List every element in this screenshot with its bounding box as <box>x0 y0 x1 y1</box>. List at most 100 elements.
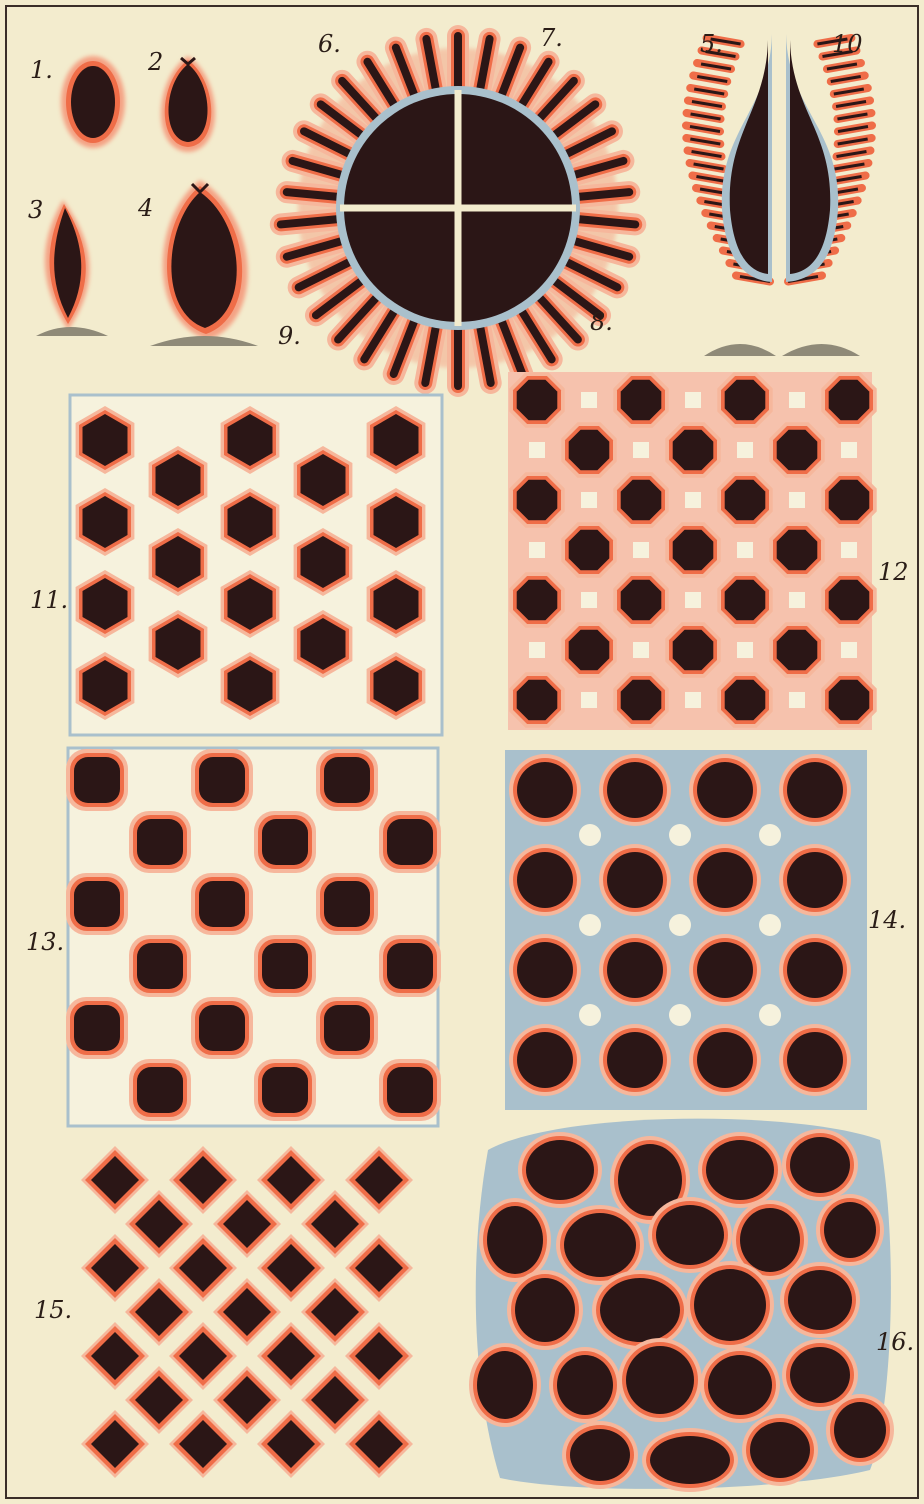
diamond-cell <box>345 1322 413 1390</box>
pear-hair <box>836 151 870 157</box>
diamond-cell <box>345 1234 413 1302</box>
interstitial-space <box>581 592 597 608</box>
rounded-cell <box>66 997 128 1059</box>
rounded-cell <box>254 1059 316 1121</box>
pear-hair <box>697 63 731 69</box>
pear-hair <box>690 88 724 94</box>
diamond-cell <box>301 1278 369 1346</box>
diamond-cell <box>125 1278 193 1346</box>
interstitial-space <box>841 542 857 558</box>
rounded-cell <box>379 1059 441 1121</box>
pear-hair <box>838 126 872 132</box>
diamond-cell <box>81 1410 149 1478</box>
circular-cell <box>689 754 761 826</box>
rounded-cell <box>191 873 253 935</box>
interstitial-space <box>841 642 857 658</box>
rosette-spike <box>579 192 629 197</box>
figure-label-10: 10 <box>832 30 863 58</box>
figure-6-9-rosette <box>281 36 635 386</box>
intercellular-space <box>669 914 691 936</box>
irregular-cell <box>479 1198 551 1282</box>
rounded-cell <box>379 811 441 873</box>
octagonal-cell <box>665 422 720 477</box>
circular-cell <box>779 754 851 826</box>
octagonal-cell <box>613 572 668 627</box>
interstitial-space <box>685 492 701 508</box>
irregular-cell <box>698 1132 782 1208</box>
irregular-cell <box>507 1270 583 1350</box>
rounded-cell <box>254 811 316 873</box>
octagonal-cell <box>509 372 564 427</box>
circular-cell <box>779 1024 851 1096</box>
octagonal-cell <box>665 622 720 677</box>
interstitial-space <box>581 692 597 708</box>
intercellular-space <box>579 1004 601 1026</box>
diamond-cell <box>257 1410 325 1478</box>
octagonal-cell <box>561 622 616 677</box>
pear-hair <box>838 138 872 144</box>
irregular-cell <box>618 1338 702 1422</box>
octagonal-cell <box>561 422 616 477</box>
interstitial-space <box>789 692 805 708</box>
interstitial-space <box>685 392 701 408</box>
irregular-cell <box>782 1129 858 1201</box>
octagonal-cell <box>717 372 772 427</box>
rosette-spike <box>575 161 623 175</box>
circular-cell <box>689 1024 761 1096</box>
octagonal-cell <box>613 672 668 727</box>
figure-5-10-pear <box>686 34 872 356</box>
rounded-cell <box>316 749 378 811</box>
interstitial-space <box>529 642 545 658</box>
diamond-cell <box>257 1146 325 1214</box>
interstitial-space <box>529 542 545 558</box>
diamond-cell <box>301 1190 369 1258</box>
circular-cell <box>509 1024 581 1096</box>
figure-3-spore <box>36 200 108 336</box>
figure-label-8: 8. <box>590 308 613 336</box>
figure-label-3: 3 <box>28 196 43 224</box>
rosette-spike <box>287 241 341 256</box>
irregular-cell <box>469 1343 541 1427</box>
figure-label-12: 12 <box>878 558 909 586</box>
figure-label-5: 5. <box>700 30 723 58</box>
interstitial-space <box>737 542 753 558</box>
circular-cell <box>599 754 671 826</box>
rounded-cell <box>316 997 378 1059</box>
circular-cell <box>779 934 851 1006</box>
figure-label-11: 11. <box>30 586 68 614</box>
octagonal-cell <box>509 472 564 527</box>
diamond-cell <box>257 1322 325 1390</box>
octagonal-cell <box>509 572 564 627</box>
intercellular-space <box>759 1004 781 1026</box>
figure-12-octagonal-tissue <box>508 372 877 730</box>
irregular-cell <box>700 1347 780 1423</box>
figure-label-7: 7. <box>540 24 563 52</box>
diamond-cell <box>213 1278 281 1346</box>
octagonal-cell <box>717 472 772 527</box>
diamond-cell <box>301 1366 369 1434</box>
interstitial-space <box>581 492 597 508</box>
irregular-cell <box>686 1261 774 1349</box>
figure-label-6: 6. <box>318 30 341 58</box>
diamond-cell <box>81 1322 149 1390</box>
pear-hair <box>831 76 865 82</box>
diamond-cell <box>81 1146 149 1214</box>
rounded-cell <box>129 811 191 873</box>
octagonal-cell <box>821 572 876 627</box>
pear-hair <box>688 151 722 157</box>
figure-label-16: 16. <box>876 1328 914 1356</box>
irregular-cell <box>780 1262 860 1338</box>
circular-cell <box>509 754 581 826</box>
intercellular-space <box>579 914 601 936</box>
pear-hair <box>827 63 861 69</box>
figure-14-circular-tissue <box>505 750 867 1110</box>
figure-1-spore <box>61 56 125 148</box>
figure-11-hexagonal-tissue <box>70 395 442 735</box>
diamond-cell <box>257 1234 325 1302</box>
pear-hair <box>834 163 868 169</box>
rounded-cell <box>191 997 253 1059</box>
pear-hair <box>686 138 720 144</box>
circular-cell <box>599 844 671 916</box>
rosette-spike <box>480 39 489 88</box>
